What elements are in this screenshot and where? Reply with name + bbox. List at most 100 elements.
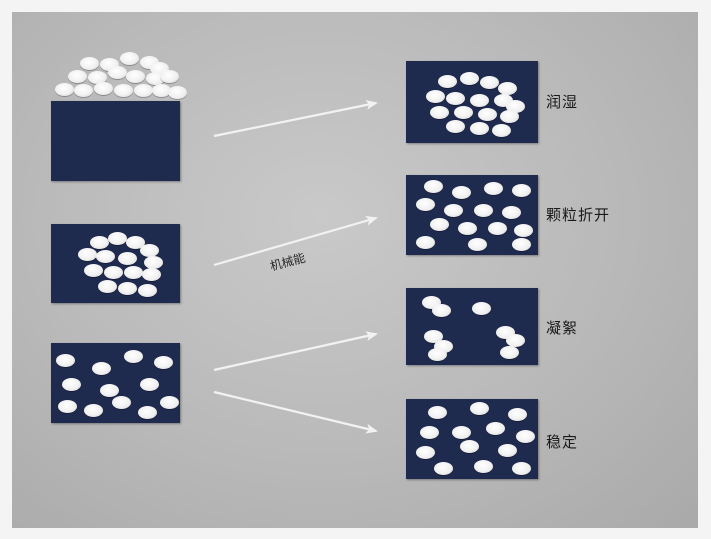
particle-disc bbox=[154, 356, 173, 369]
panel-powder-on-liquid bbox=[51, 101, 180, 181]
particle-disc bbox=[104, 266, 123, 279]
particle-disc bbox=[512, 238, 531, 251]
particle-disc bbox=[500, 346, 519, 359]
particle-disc bbox=[512, 462, 531, 475]
particle-disc bbox=[502, 206, 521, 219]
particle-disc bbox=[62, 378, 81, 391]
particle-disc bbox=[454, 106, 473, 119]
arrow-to-stable bbox=[213, 390, 378, 434]
particle-disc bbox=[470, 402, 489, 415]
particle-disc bbox=[452, 426, 471, 439]
particle-disc bbox=[446, 92, 465, 105]
particle-disc bbox=[480, 76, 499, 89]
particle-disc bbox=[428, 348, 447, 361]
particle-disc bbox=[138, 406, 157, 419]
particle-disc bbox=[420, 426, 439, 439]
particle-disc bbox=[144, 256, 163, 269]
particle-disc bbox=[416, 446, 435, 459]
particle-disc bbox=[500, 110, 519, 123]
particle-disc bbox=[108, 232, 127, 245]
particle-disc bbox=[492, 124, 511, 137]
particle-disc bbox=[470, 94, 489, 107]
particle-disc bbox=[94, 82, 113, 95]
particle-disc bbox=[118, 282, 137, 295]
particle-disc bbox=[126, 70, 145, 83]
particle-disc bbox=[160, 396, 179, 409]
particle-disc bbox=[484, 182, 503, 195]
particle-disc bbox=[478, 108, 497, 121]
particle-disc bbox=[460, 72, 479, 85]
particle-disc bbox=[98, 280, 117, 293]
particle-disc bbox=[460, 440, 479, 453]
particle-disc bbox=[434, 462, 453, 475]
particle-disc bbox=[416, 236, 435, 249]
particle-disc bbox=[90, 236, 109, 249]
particle-disc bbox=[474, 460, 493, 473]
particle-disc bbox=[160, 70, 179, 83]
particle-disc bbox=[92, 362, 111, 375]
particle-disc bbox=[424, 180, 443, 193]
particle-disc bbox=[80, 57, 99, 70]
particle-disc bbox=[124, 350, 143, 363]
particle-disc bbox=[56, 354, 75, 367]
label-stable: 稳定 bbox=[546, 433, 579, 451]
particle-disc bbox=[516, 430, 535, 443]
particle-disc bbox=[168, 86, 187, 99]
particle-disc bbox=[486, 422, 505, 435]
particle-disc bbox=[498, 82, 517, 95]
particle-disc bbox=[506, 334, 525, 347]
particle-disc bbox=[508, 408, 527, 421]
particle-disc bbox=[432, 304, 451, 317]
particle-disc bbox=[96, 250, 115, 263]
label-breakup: 颗粒折开 bbox=[546, 206, 611, 224]
particle-disc bbox=[140, 244, 159, 257]
particle-disc bbox=[444, 204, 463, 217]
particle-disc bbox=[124, 266, 143, 279]
particle-disc bbox=[58, 400, 77, 413]
arrow-to-flocculation bbox=[213, 331, 378, 372]
particle-disc bbox=[416, 198, 435, 211]
particle-disc bbox=[472, 302, 491, 315]
particle-disc bbox=[514, 224, 533, 237]
particle-disc bbox=[428, 406, 447, 419]
arrow-to-breakup bbox=[213, 215, 378, 267]
particle-disc bbox=[138, 284, 157, 297]
particle-disc bbox=[142, 268, 161, 281]
arrow-to-wetting bbox=[213, 100, 378, 138]
particle-disc bbox=[446, 120, 465, 133]
particle-disc bbox=[424, 330, 443, 343]
particle-disc bbox=[512, 184, 531, 197]
particle-disc bbox=[468, 238, 487, 251]
particle-disc bbox=[426, 90, 445, 103]
particle-disc bbox=[134, 84, 153, 97]
particle-disc bbox=[112, 396, 131, 409]
label-wetting: 润湿 bbox=[546, 93, 579, 111]
particle-disc bbox=[474, 204, 493, 217]
particle-disc bbox=[68, 70, 87, 83]
particle-disc bbox=[74, 84, 93, 97]
label-flocculation: 凝絮 bbox=[546, 319, 579, 337]
particle-disc bbox=[114, 84, 133, 97]
particle-disc bbox=[120, 52, 139, 65]
particle-disc bbox=[438, 75, 457, 88]
particle-disc bbox=[498, 444, 517, 457]
particle-disc bbox=[108, 66, 127, 79]
particle-disc bbox=[84, 264, 103, 277]
particle-disc bbox=[88, 71, 107, 84]
particle-disc bbox=[126, 236, 145, 249]
particle-disc bbox=[430, 218, 449, 231]
particle-disc bbox=[430, 106, 449, 119]
particle-disc bbox=[55, 83, 74, 96]
particle-disc bbox=[458, 222, 477, 235]
particle-disc bbox=[506, 100, 525, 113]
particle-disc bbox=[118, 252, 137, 265]
particle-disc bbox=[140, 378, 159, 391]
particle-disc bbox=[488, 222, 507, 235]
particle-disc bbox=[100, 384, 119, 397]
particle-disc bbox=[78, 248, 97, 261]
particle-disc bbox=[470, 122, 489, 135]
particle-disc bbox=[452, 186, 471, 199]
